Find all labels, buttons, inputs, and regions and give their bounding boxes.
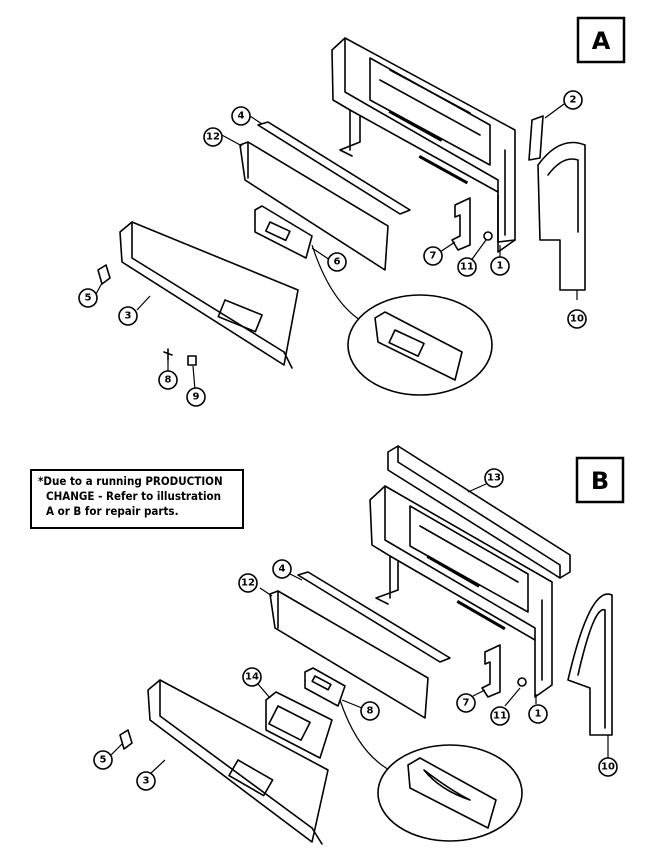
svg-text:14: 14 [245,672,259,683]
part-end-cap-a [537,141,586,291]
part-knob-a [187,355,197,366]
part-trim-strip-b [297,571,451,663]
callout-b-5: 5 [93,750,113,770]
section-a-box [576,16,626,64]
part-trim-strip-a [257,121,411,215]
part-small-bracket-b [481,644,501,698]
callout-a-3: 3 [118,306,138,326]
part-clip-a [97,264,111,285]
svg-text:2: 2 [570,95,577,106]
part-backguard-frame-b [369,485,553,698]
svg-text:13: 13 [487,473,501,484]
part-screw-a [483,231,493,241]
callout-a-10: 10 [567,309,587,329]
part-backguard-frame-a [331,37,516,253]
svg-text:5: 5 [85,293,92,304]
callout-a-1: 1 [490,256,510,276]
svg-text:8: 8 [367,706,374,717]
svg-text:1: 1 [535,709,542,720]
callout-b-14: 14 [242,667,262,687]
callout-a-2: 2 [563,90,583,110]
part-screw-8-a [163,348,173,361]
svg-text:7: 7 [430,251,437,262]
svg-text:7: 7 [463,698,470,709]
callout-b-3: 3 [136,771,156,791]
svg-text:9: 9 [193,392,200,403]
svg-text:3: 3 [143,776,150,787]
part-display-cover-b [304,667,346,707]
part-control-panel-b [147,679,329,845]
section-a: A [78,16,626,407]
svg-text:3: 3 [125,311,132,322]
svg-text:11: 11 [460,262,474,273]
callout-b-7: 7 [456,693,476,713]
section-a-label: A [592,27,611,55]
section-b-box [575,456,625,504]
note-line-2: CHANGE - Refer to illustration [46,489,221,503]
part-panel-b [269,590,429,719]
svg-text:5: 5 [100,755,107,766]
callout-a-8: 8 [158,370,178,390]
callout-a-4: 4 [231,106,251,126]
svg-text:6: 6 [334,257,341,268]
part-control-panel-a [119,221,299,369]
callout-a-9: 9 [186,387,206,407]
svg-text:4: 4 [279,564,286,575]
callout-b-1: 1 [528,704,548,724]
callout-b-13: 13 [484,468,504,488]
part-small-bracket-a [451,197,471,251]
section-b-label: B [591,467,609,495]
svg-text:12: 12 [241,578,255,589]
part-panel-a [239,141,389,271]
note-line-1: *Due to a running PRODUCTION [38,474,223,488]
callout-b-8: 8 [360,701,380,721]
callout-b-11: 11 [490,706,510,726]
callout-b-12: 12 [238,573,258,593]
callout-a-5: 5 [78,288,98,308]
callout-a-7: 7 [423,246,443,266]
production-change-note: *Due to a running PRODUCTION CHANGE - Re… [30,469,244,529]
part-control-bracket-a [254,205,313,259]
callout-a-6: 6 [327,252,347,272]
note-line-3: A or B for repair parts. [46,504,179,518]
svg-text:10: 10 [601,762,615,773]
part-clip-b [119,729,133,750]
section-b: B [93,445,625,845]
callout-b-10: 10 [598,757,618,777]
callout-a-11: 11 [457,257,477,277]
callout-a-12: 12 [203,127,223,147]
svg-text:11: 11 [493,711,507,722]
svg-text:8: 8 [165,375,172,386]
svg-text:4: 4 [238,111,245,122]
callout-b-4: 4 [272,559,292,579]
part-bracket-a [528,115,544,161]
part-screw-b [517,677,527,687]
svg-text:1: 1 [497,261,504,272]
svg-text:12: 12 [206,132,220,143]
svg-text:10: 10 [570,314,584,325]
